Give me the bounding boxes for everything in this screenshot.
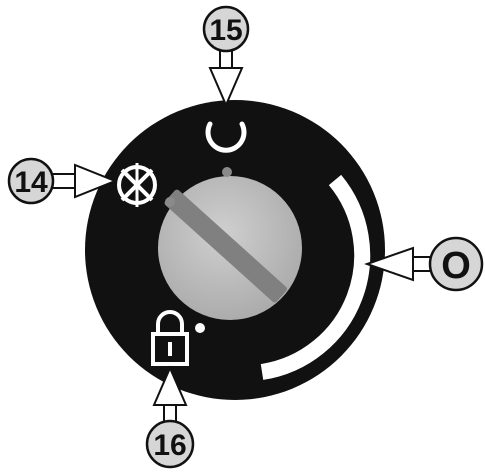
callout-O-bubble xyxy=(428,236,484,292)
callout-16: 16 xyxy=(145,365,195,469)
knob-key-slot xyxy=(164,189,287,303)
callout-15-bubble xyxy=(202,5,250,53)
start-position-dot xyxy=(165,197,175,207)
callout-15-label: 15 xyxy=(209,14,242,47)
lock-position-dot xyxy=(195,323,205,333)
key-knob xyxy=(158,176,302,320)
dial-white-arc xyxy=(260,174,371,380)
padlock-symbol xyxy=(151,310,205,366)
callout-16-label: 16 xyxy=(153,429,186,462)
callout-14: 14 xyxy=(7,157,118,205)
run-circle-symbol xyxy=(205,121,247,177)
callout-O-label: O xyxy=(441,245,471,287)
callout-15: 15 xyxy=(202,5,250,108)
run-position-dot xyxy=(222,167,232,177)
callout-16-bubble xyxy=(145,419,195,469)
start-crossed-circle-symbol xyxy=(117,163,175,207)
callout-14-label: 14 xyxy=(14,166,48,199)
callout-O: O xyxy=(363,236,484,292)
callout-14-bubble xyxy=(7,157,55,205)
